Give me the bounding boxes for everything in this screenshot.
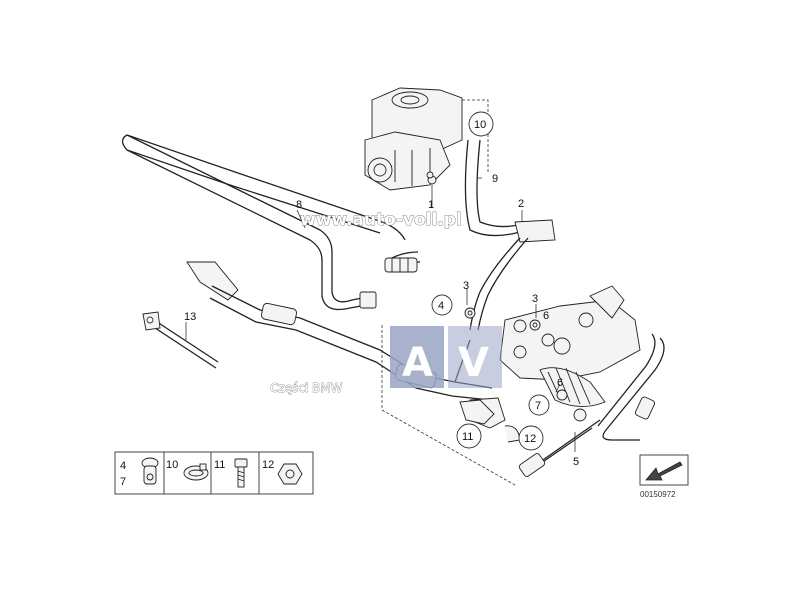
callout-4-circle: [431, 294, 453, 316]
callout-8: 8: [296, 199, 302, 211]
watermark-logo-a-box: [390, 326, 444, 388]
nut-icon: [277, 463, 303, 485]
callout-12-circle: [518, 425, 544, 451]
watermark-logo-v: V: [458, 340, 489, 386]
callout-11: 11: [462, 431, 473, 443]
callout-10-circle: [468, 111, 494, 137]
watermark-url: www.auto-voll.pl: [300, 210, 462, 230]
callout-4: 4: [438, 300, 444, 312]
watermark-logo-a: A: [402, 340, 433, 386]
callout-9: 9: [492, 173, 498, 185]
group-boundary: [381, 325, 516, 486]
legend: 4 7 10 11 12: [114, 451, 314, 495]
callout-12: 12: [524, 433, 536, 445]
leader-lines: [185, 177, 576, 452]
callout-3-b: 3: [532, 293, 538, 305]
callout-10: 10: [474, 119, 486, 131]
hose-9: [464, 139, 556, 331]
watermark-caption: Części BMW: [270, 381, 343, 395]
callout-1: 1: [428, 199, 434, 211]
reservoir-assembly: [364, 87, 489, 191]
callout-2: 2: [518, 198, 524, 210]
legend-label-10: 10: [166, 459, 178, 471]
callout-7: 7: [535, 400, 541, 412]
callout-13: 13: [184, 311, 196, 323]
hose-8: [121, 134, 421, 311]
callout-5: 5: [573, 456, 579, 468]
callout-7-circle: [528, 394, 550, 416]
callout-6-a: 6: [543, 310, 549, 322]
callout-6-b: 6: [557, 377, 563, 389]
callout-11-circle: [456, 423, 482, 449]
callouts: 1 2 3 3 4 5 6 6 7 8 9 10 11 12 13: [184, 111, 579, 468]
legend-label-11: 11: [214, 459, 225, 471]
legend-label-12: 12: [262, 459, 274, 471]
nav-arrow-icon[interactable]: [639, 454, 689, 486]
return-hose: [186, 261, 493, 401]
diagram-number: 00150972: [640, 490, 676, 499]
callout-3-a: 3: [463, 280, 469, 292]
legend-label-4: 4: [120, 460, 126, 472]
hose-clamp-icon: [183, 463, 209, 481]
bolt-icon: [234, 458, 248, 488]
watermark-logo-v-box: [448, 326, 502, 388]
hose-13: [142, 311, 219, 369]
small-parts: [426, 171, 587, 443]
legend-label-7: 7: [120, 476, 126, 488]
banjo-bolt-icon: [141, 457, 159, 485]
hose-5: [518, 333, 665, 477]
watermark: www.auto-voll.pl A V Części BMW: [270, 210, 502, 395]
